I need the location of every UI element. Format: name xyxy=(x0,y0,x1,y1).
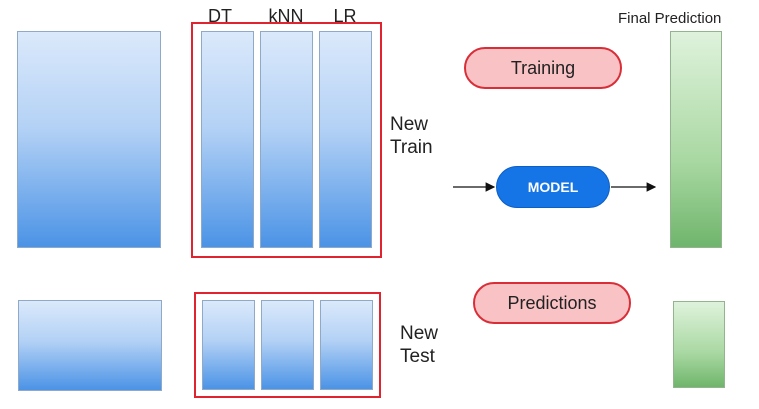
training-pill: Training xyxy=(464,47,622,89)
train-column-dt xyxy=(201,31,254,248)
new-test-line2: Test xyxy=(400,346,435,367)
new-test-line1: New xyxy=(400,323,439,344)
test-column-knn xyxy=(261,300,314,390)
column-label-dt: DT xyxy=(208,6,232,26)
final-prediction-train-block xyxy=(670,31,722,248)
new-test-frame xyxy=(194,292,381,398)
final-prediction-label: Final Prediction xyxy=(618,10,722,27)
final-prediction-test-block xyxy=(673,301,725,388)
predictions-pill: Predictions xyxy=(473,282,631,324)
new-train-line2: Train xyxy=(390,137,433,158)
new-train-line1: New xyxy=(390,114,429,135)
model-pill: MODEL xyxy=(496,166,610,208)
new-test-label: New Test xyxy=(400,322,438,368)
train-column-lr xyxy=(319,31,372,248)
column-label-lr: LR xyxy=(333,6,357,26)
column-label-knn: kNN xyxy=(268,6,304,26)
test-column-dt xyxy=(202,300,255,390)
train-column-knn xyxy=(260,31,313,248)
train-data-block xyxy=(17,31,161,248)
test-column-lr xyxy=(320,300,373,390)
new-train-frame xyxy=(191,22,382,258)
test-data-block xyxy=(18,300,162,391)
new-train-label: New Train xyxy=(390,113,433,159)
